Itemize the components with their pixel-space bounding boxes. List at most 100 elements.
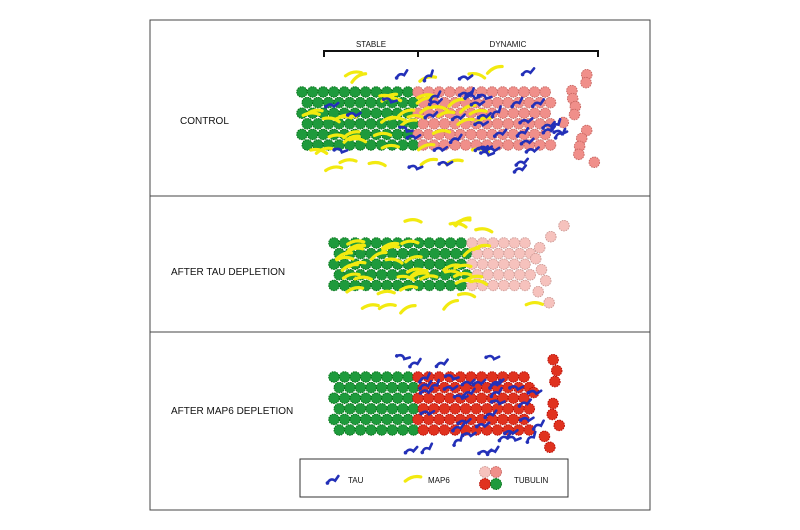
tau-protein	[524, 146, 540, 154]
map6-protein	[452, 218, 472, 227]
tubulin-subunit	[428, 247, 441, 260]
map6-protein	[485, 64, 504, 75]
tubulin-subunit	[370, 279, 383, 292]
tau-protein	[381, 97, 398, 104]
tau-protein	[483, 409, 498, 420]
tubulin-subunit	[455, 237, 467, 249]
map6-protein	[442, 298, 460, 311]
tubulin-subunit	[519, 237, 531, 249]
tubulin-subunit	[490, 466, 502, 478]
tubulin-subunit	[439, 247, 452, 260]
dynamic-label: DYNAMIC	[490, 40, 527, 49]
legend-tubulin-icon	[479, 466, 502, 490]
map6-protein	[347, 137, 368, 144]
tubulin-subunit	[381, 279, 393, 292]
microtubule-tau-depleted	[328, 216, 570, 315]
tau-protein	[437, 160, 454, 167]
map6-protein	[416, 142, 436, 152]
tubulin-subunit	[365, 118, 377, 130]
map6-protein	[467, 71, 487, 80]
tau-protein	[473, 145, 489, 153]
map6-protein	[353, 275, 373, 281]
tau-protein	[512, 164, 528, 174]
tubulin-subunit	[397, 424, 409, 436]
tubulin-subunit	[370, 413, 383, 426]
tubulin-subunit	[407, 381, 420, 394]
tubulin-subunit	[503, 269, 515, 281]
tau-protein	[490, 105, 502, 119]
tubulin-subunit	[306, 86, 319, 98]
map6-protein	[380, 115, 399, 124]
tubulin-subunit	[507, 392, 520, 404]
map6-protein	[524, 300, 544, 307]
tau-protein	[476, 93, 493, 101]
microtubule-map6-depleted	[328, 353, 565, 457]
tubulin-subunit	[513, 269, 526, 281]
tubulin-subunit	[322, 118, 335, 130]
map6-protein	[456, 117, 475, 126]
tubulin-subunit	[397, 403, 409, 415]
tubulin-subunit	[333, 381, 346, 394]
map6-protein	[344, 245, 364, 256]
map6-protein	[396, 274, 416, 282]
microtubule-control	[296, 64, 601, 174]
legend-box	[299, 458, 569, 498]
tubulin-subunit	[497, 86, 509, 98]
tubulin-subunit	[518, 107, 530, 119]
map6-protein	[431, 129, 452, 136]
tau-protein	[443, 374, 460, 381]
tau-protein	[531, 98, 546, 109]
tau-protein	[423, 110, 439, 120]
tubulin-subunit	[528, 128, 541, 141]
tubulin-subunit	[338, 413, 351, 426]
tau-protein	[394, 69, 409, 80]
tubulin-subunit	[365, 403, 377, 415]
tubulin-subunit	[507, 86, 520, 98]
tubulin-subunit	[375, 424, 388, 436]
tubulin-subunit	[479, 478, 491, 490]
tubulin-subunit	[354, 403, 367, 415]
tubulin-subunit	[580, 76, 592, 89]
tubulin-subunit	[386, 403, 399, 415]
tau-protein	[451, 422, 466, 433]
tubulin-subunit	[428, 118, 440, 130]
tubulin-subunit	[407, 424, 420, 436]
map6-protein	[406, 113, 426, 120]
tubulin-subunit	[497, 413, 509, 426]
tubulin-subunit	[545, 230, 557, 243]
map6-protein	[372, 131, 393, 138]
tau-protein	[473, 120, 490, 127]
tubulin-subunit	[550, 364, 563, 377]
map6-protein	[443, 269, 463, 277]
map6-protein	[314, 146, 334, 155]
tubulin-subunit	[479, 466, 491, 478]
tubulin-subunit	[528, 86, 541, 98]
tubulin-subunit	[538, 430, 551, 443]
tubulin-subunit	[498, 237, 510, 249]
map6-protein	[321, 116, 341, 124]
map6-protein	[397, 108, 416, 118]
tubulin-subunit	[365, 96, 377, 109]
tubulin-subunit	[360, 371, 372, 383]
tau-protein	[324, 101, 340, 109]
tubulin-subunit	[407, 403, 420, 415]
map6-protein	[380, 143, 400, 150]
tubulin-subunit	[433, 392, 445, 404]
tau-protein	[471, 378, 487, 387]
tubulin-subunit	[539, 86, 551, 98]
tau-protein	[531, 419, 545, 431]
tubulin-subunit	[365, 381, 377, 394]
map6-protein	[453, 263, 473, 270]
tau-protein	[452, 394, 469, 401]
dynamic-bracket	[417, 50, 599, 57]
tau-protein	[398, 125, 414, 133]
tau-protein	[442, 384, 459, 392]
tau-protein	[553, 127, 567, 140]
tubulin-subunit	[328, 413, 340, 426]
tubulin-subunit	[360, 413, 372, 426]
tau-protein	[484, 354, 501, 361]
tubulin-subunit	[444, 86, 456, 98]
tubulin-subunit	[359, 107, 372, 119]
map6-protein	[468, 108, 488, 116]
tau-protein	[420, 442, 434, 455]
